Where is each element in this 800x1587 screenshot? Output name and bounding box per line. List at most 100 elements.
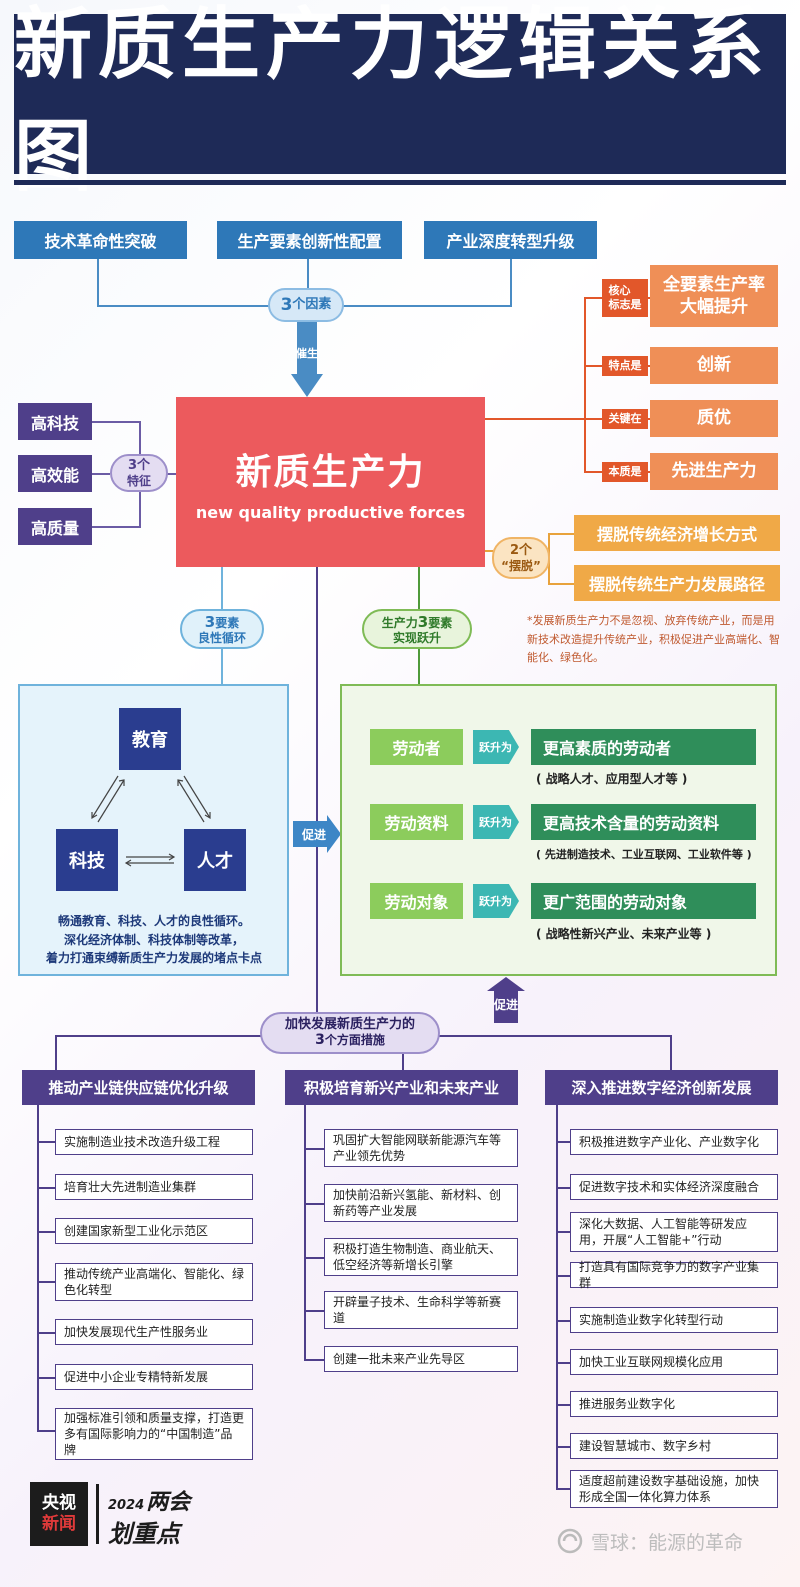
measure-col-3-item-3: 深化大数据、人工智能等研发应用，开展“人工智能+”行动 [570,1212,778,1252]
connector [556,1404,570,1406]
mark-tag-3: 关键在 [602,409,648,429]
measure-col-2-item-3: 积极打造生物制造、商业航天、低空经济等新增长引擎 [324,1238,518,1276]
connector [55,1035,57,1070]
connector [556,1187,570,1189]
connector [485,550,493,552]
leap-arrow-1: 跃升为 [473,730,519,764]
connector [510,259,512,306]
mark-tag-1: 核心 标志是 [602,279,648,317]
leap-to-2: 更高技术含量的劳动资料 [531,804,756,840]
snowball-icon [557,1528,583,1554]
leap-from-3: 劳动对象 [370,883,463,919]
connector [304,1203,324,1205]
connector [556,1362,570,1364]
brand-line-2: 划重点 [108,1520,180,1548]
cycle-node-talent: 人才 [184,829,246,891]
connector [485,418,585,420]
features-pill-text: 特征 [126,473,151,488]
leap-pill-c: 实现跃升 [392,630,441,645]
connector [556,1105,558,1489]
connector [304,1105,306,1360]
measure-col-2-head: 积极培育新兴产业和未来产业 [285,1070,518,1105]
connector [556,1231,570,1233]
measure-col-3-item-9: 适度超前建设数字基础设施，加快形成全国一体化算力体系 [570,1470,778,1508]
leap-arrow-3: 跃升为 [473,884,519,918]
mark-box-1: 全要素生产率 大幅提升 [650,265,778,327]
connector [548,533,574,535]
measure-col-3-item-4: 打造具有国际竞争力的数字产业集群 [570,1260,778,1290]
brand-year: 2024 [108,1498,145,1513]
connector [304,1310,324,1312]
connector [37,1332,55,1334]
logo-divider [96,1484,99,1544]
connector [304,1257,324,1259]
connector [670,1035,672,1070]
connector [307,259,309,289]
leap-pill-num: 3 [417,612,429,631]
connector [548,583,574,585]
factors-pill: 3 个因素 [268,288,344,322]
cycle-arrows [80,770,220,830]
factors-pill-num: 3 [280,294,293,315]
measure-col-1-item-4: 推动传统产业高端化、智能化、绿色化转型 [55,1263,253,1301]
breakaway-note: *发展新质生产力不是忽视、放弃传统产业，而是用新技术改造提升传统产业，积极促进产… [527,614,780,665]
measure-col-3-head: 深入推进数字经济创新发展 [545,1070,778,1105]
measure-col-1-item-2: 培育壮大先进制造业集群 [55,1174,253,1200]
measure-col-1-item-7: 加强标准引领和质量支撑，打造更多有国际影响力的“中国制造”品牌 [55,1408,253,1460]
logo-line-2: 新闻 [42,1514,76,1534]
connector [166,473,178,475]
cuisheng-arrow [291,322,323,397]
connector [92,473,110,475]
mark-tag-2: 特点是 [602,356,648,376]
connector [556,1141,570,1143]
measures-pill-line2: 个方面措施 [324,1033,385,1048]
connector [37,1430,55,1432]
measure-col-1-item-3: 创建国家新型工业化示范区 [55,1218,253,1244]
measure-col-1-head: 推动产业链供应链优化升级 [22,1070,255,1105]
cycle-pill-num: 3 [204,612,216,631]
mark-tag-3-text: 关键在 [608,412,642,426]
feature-box-2: 高效能 [18,455,92,492]
mark-tag-1-text: 核心 标志是 [608,284,642,311]
measure-col-1-item-5: 加快发展现代生产性服务业 [55,1319,253,1345]
leap-note-3: ( 战略性新兴产业、未来产业等 ) [536,927,712,941]
measures-pill-num: 3 [315,1032,325,1049]
connector [556,1446,570,1448]
breakaway-box-2: 摆脱传统生产力发展路径 [574,565,780,601]
connector [556,1275,570,1277]
leap-from-1: 劳动者 [370,729,463,765]
connector [37,1231,55,1233]
promote-label-up: 促进 [493,998,518,1012]
watermark-text: 雪球：能源的革命 [591,1531,744,1554]
mark-box-2: 创新 [650,347,778,384]
brand-logo: 2024 两会 划重点 [108,1484,208,1548]
mark-tag-2-text: 特点是 [608,359,642,373]
mark-tag-4: 本质是 [602,462,648,482]
factor-box-1: 技术革命性突破 [14,221,187,259]
title-divider [14,180,786,185]
breakaway-pill: 2个 “摆脱” [492,537,550,579]
mark-tag-4-text: 本质是 [608,465,642,479]
feature-box-3: 高质量 [18,508,92,545]
core-subtitle: new quality productive forces [195,502,466,522]
measures-pill: 加快发展新质生产力的 3个方面措施 [260,1012,440,1054]
measure-col-2-item-2: 加快前沿新兴氢能、新材料、创新药等产业发展 [324,1184,518,1222]
leap-note-2: ( 先进制造技术、工业互联网、工业软件等 ) [536,848,752,861]
connector [139,490,141,528]
measure-col-1-item-1: 实施制造业技术改造升级工程 [55,1129,253,1155]
cycle-node-education: 教育 [119,708,181,770]
measure-col-3-item-5: 实施制造业数字化转型行动 [570,1307,778,1333]
leap-arrow-2: 跃升为 [473,805,519,839]
leap-to-1: 更高素质的劳动者 [531,729,756,765]
measure-col-3-item-1: 积极推进数字产业化、产业数字化 [570,1129,778,1155]
cycle-pill-text2: 良性循环 [197,630,246,645]
connector [37,1141,55,1143]
breakaway-pill-num: 2个 [509,543,533,558]
leap-from-2: 劳动资料 [370,804,463,840]
watermark: 雪球：能源的革命 [555,1524,785,1558]
leap-pill-a: 生产力 [381,615,418,630]
factor-box-3: 产业深度转型升级 [424,221,597,259]
feature-box-1: 高科技 [18,403,92,440]
factors-pill-text: 个因素 [292,297,332,313]
mark-box-4: 先进生产力 [650,453,778,490]
